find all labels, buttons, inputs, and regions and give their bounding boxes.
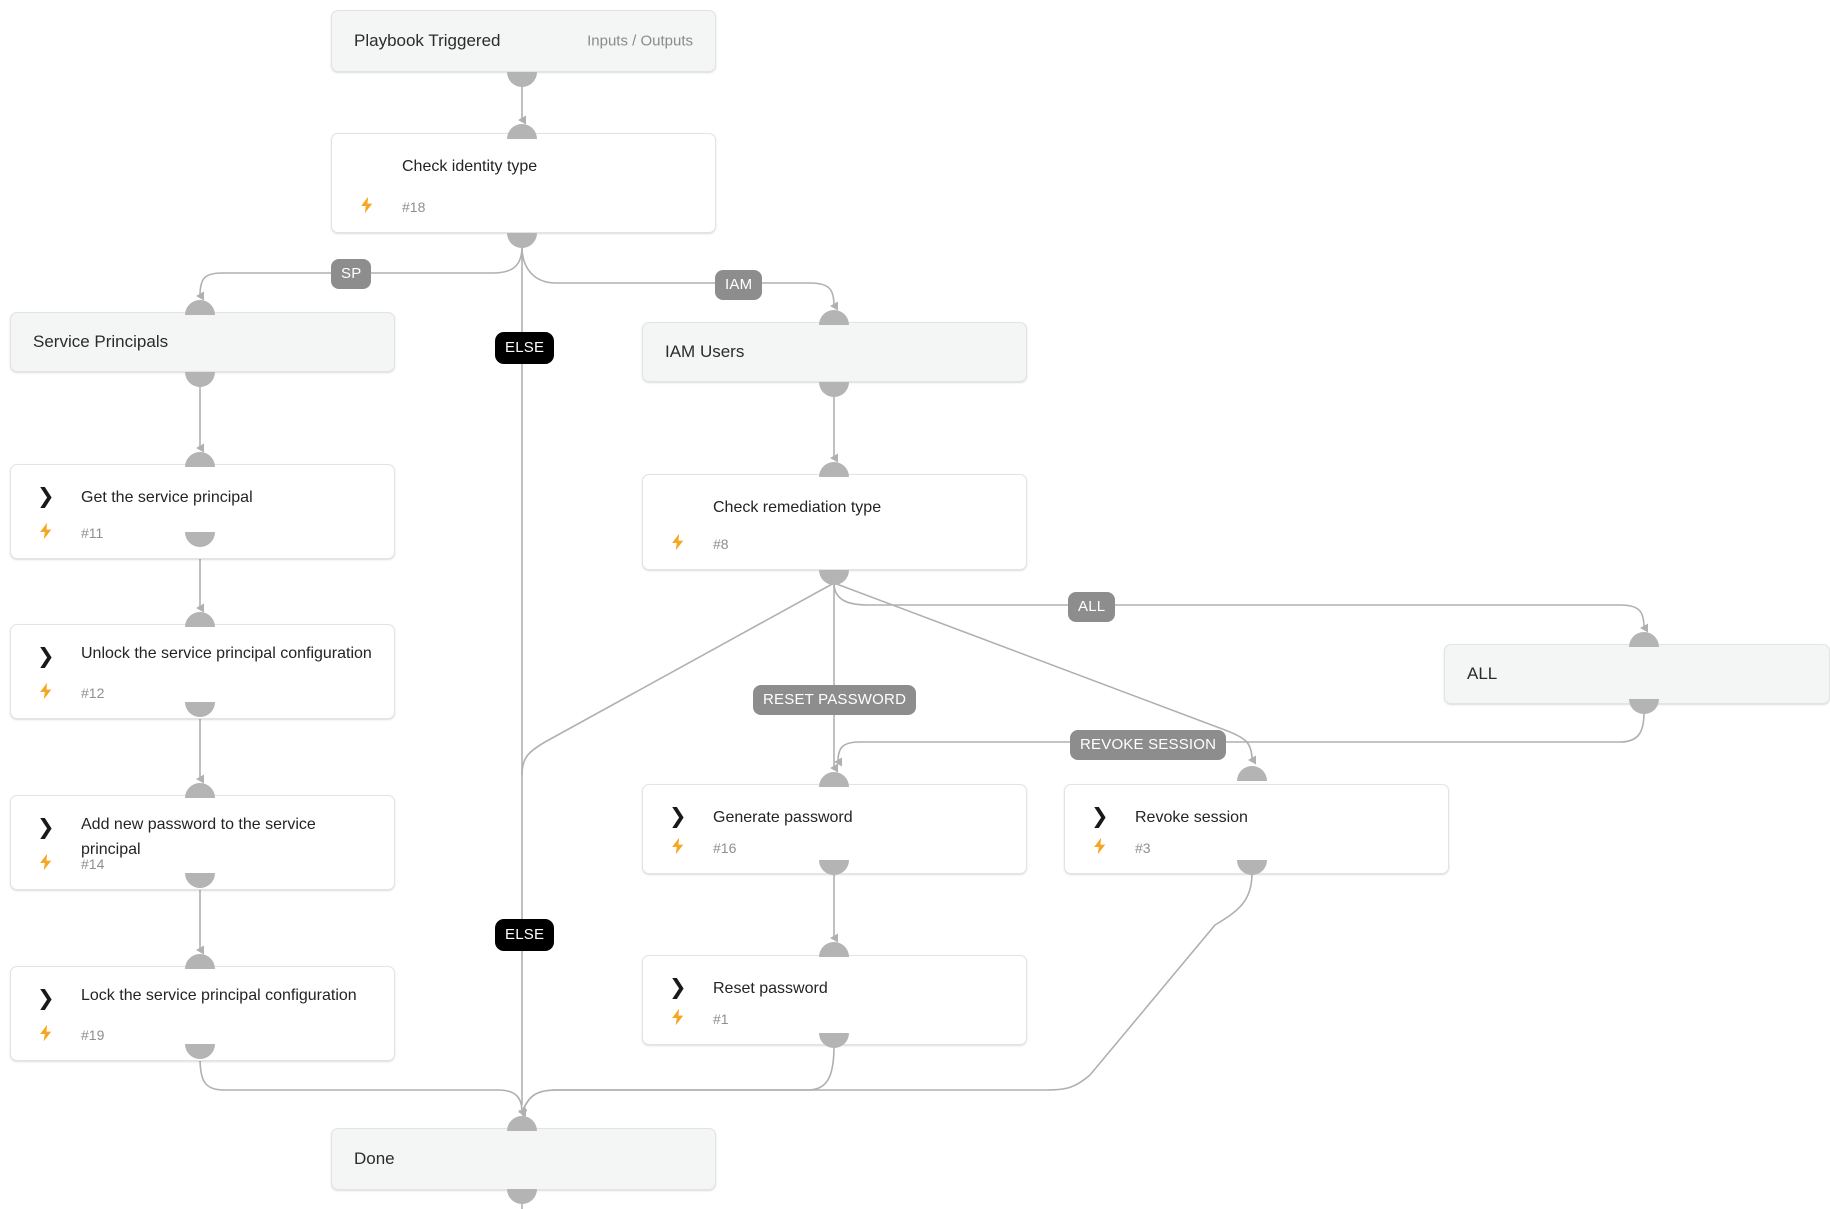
port-done-in[interactable]: [507, 1116, 537, 1131]
chevron-right-icon: ❯: [37, 816, 55, 839]
edge-label-else-top[interactable]: ELSE: [495, 332, 555, 364]
node-generate-password[interactable]: ❯ Generate password #16: [642, 784, 1027, 874]
diamond-icon: [358, 156, 380, 178]
node-iam-users-group[interactable]: IAM Users: [642, 322, 1027, 382]
node-check-identity-type[interactable]: Check identity type #18: [331, 133, 716, 233]
node-reset-password[interactable]: ❯ Reset password #1: [642, 955, 1027, 1045]
port-add-password-in[interactable]: [185, 783, 215, 798]
lightning-icon: [1091, 835, 1109, 857]
node-done-title: Done: [354, 1149, 395, 1168]
node-add-new-password-to-the-service-principal-title: Add new password to the service principa…: [81, 816, 316, 858]
port-check-identity-in[interactable]: [507, 124, 537, 139]
node-get-the-service-principal-title: Get the service principal: [81, 489, 253, 506]
diamond-icon: [669, 497, 691, 519]
port-generate-password-in[interactable]: [819, 772, 849, 787]
port-revoke-session-in[interactable]: [1237, 766, 1267, 781]
edge-remediation-else: [521, 582, 835, 776]
edge-reset-to-done: [518, 1045, 835, 1118]
edge-all-group-to-revoke-session: [834, 711, 1645, 767]
port-done-out[interactable]: [507, 1189, 537, 1204]
node-unlock-the-service-principal-configuration-ref: #12: [81, 685, 105, 701]
node-playbook-triggered[interactable]: Playbook Triggered Inputs / Outputs: [331, 10, 716, 72]
port-add-password-out[interactable]: [185, 873, 215, 888]
port-lock-out[interactable]: [185, 1044, 215, 1059]
node-generate-password-ref: #16: [713, 840, 737, 856]
node-service-principals-title: Service Principals: [33, 332, 169, 351]
port-iam-group-in[interactable]: [819, 310, 849, 325]
port-unlock-out[interactable]: [185, 702, 215, 717]
node-unlock-the-service-principal-configuration[interactable]: ❯ Unlock the service principal configura…: [10, 624, 395, 719]
edge-lock-to-done: [199, 1056, 527, 1117]
port-revoke-session-out[interactable]: [1237, 860, 1267, 875]
node-playbook-triggered-title: Playbook Triggered: [354, 31, 501, 50]
chevron-right-icon: ❯: [37, 987, 55, 1010]
node-lock-the-service-principal-configuration-ref: #19: [81, 1027, 105, 1043]
node-reset-password-title: Reset password: [713, 980, 828, 997]
edge-identity-to-iam: [521, 246, 839, 311]
node-check-remediation-type[interactable]: Check remediation type #8: [642, 474, 1027, 570]
node-check-identity-type-title: Check identity type: [402, 158, 538, 175]
edge-label-sp[interactable]: SP: [331, 259, 372, 289]
port-sp-group-in[interactable]: [185, 300, 215, 315]
node-service-principals-group[interactable]: Service Principals: [10, 312, 395, 372]
edge-remediation-to-all: [833, 582, 1649, 633]
node-revoke-session[interactable]: ❯ Revoke session #3: [1064, 784, 1449, 874]
port-reset-password-out[interactable]: [819, 1033, 849, 1048]
lightning-icon: [37, 520, 55, 542]
chevron-right-icon: ❯: [37, 645, 55, 668]
chevron-right-icon: ❯: [37, 485, 55, 508]
edge-label-else-bottom[interactable]: ELSE: [495, 919, 555, 951]
node-revoke-session-ref: #3: [1135, 840, 1151, 856]
port-check-remediation-out[interactable]: [819, 570, 849, 585]
lightning-icon: [37, 851, 55, 873]
port-iam-group-out[interactable]: [819, 382, 849, 397]
edge-label-revoke-session[interactable]: REVOKE SESSION: [1070, 730, 1227, 760]
chevron-right-icon: ❯: [669, 976, 687, 999]
edge-label-all[interactable]: ALL: [1068, 592, 1116, 622]
node-check-identity-type-ref: #18: [402, 199, 426, 215]
chevron-right-icon: ❯: [1091, 805, 1109, 828]
node-done[interactable]: Done: [331, 1128, 716, 1190]
node-check-remediation-type-ref: #8: [713, 536, 729, 552]
node-unlock-the-service-principal-configuration-title: Unlock the service principal configurati…: [81, 645, 372, 662]
node-iam-users-title: IAM Users: [665, 342, 745, 361]
node-playbook-triggered-inputs-outputs[interactable]: Inputs / Outputs: [587, 32, 693, 50]
node-revoke-session-title: Revoke session: [1135, 809, 1248, 826]
port-all-group-out[interactable]: [1629, 699, 1659, 714]
lightning-icon: [669, 835, 687, 857]
port-sp-group-out[interactable]: [185, 372, 215, 387]
port-lock-in[interactable]: [185, 954, 215, 969]
node-lock-the-service-principal-configuration-title: Lock the service principal configuration: [81, 987, 357, 1004]
port-get-sp-out[interactable]: [185, 532, 215, 547]
lightning-icon: [358, 194, 376, 216]
port-all-group-in[interactable]: [1629, 632, 1659, 647]
node-all-group[interactable]: ALL: [1444, 644, 1830, 704]
port-trigger-out[interactable]: [507, 72, 537, 87]
node-add-new-password-to-the-service-principal[interactable]: ❯ Add new password to the service princi…: [10, 795, 395, 890]
lightning-icon: [669, 1006, 687, 1028]
edge-label-iam[interactable]: IAM: [715, 270, 763, 300]
node-check-remediation-type-title: Check remediation type: [713, 499, 882, 516]
node-add-new-password-to-the-service-principal-ref: #14: [81, 856, 105, 872]
port-generate-password-out[interactable]: [819, 860, 849, 875]
lightning-icon: [37, 1022, 55, 1044]
lightning-icon: [37, 680, 55, 702]
port-check-remediation-in[interactable]: [819, 462, 849, 477]
port-unlock-in[interactable]: [185, 612, 215, 627]
port-reset-password-in[interactable]: [819, 942, 849, 957]
node-all-group-title: ALL: [1467, 664, 1498, 683]
node-generate-password-title: Generate password: [713, 809, 853, 826]
edge-label-reset-password[interactable]: RESET PASSWORD: [753, 685, 917, 715]
lightning-icon: [669, 531, 687, 553]
port-get-sp-in[interactable]: [185, 452, 215, 467]
node-get-the-service-principal-ref: #11: [81, 525, 104, 541]
node-reset-password-ref: #1: [713, 1011, 729, 1027]
chevron-right-icon: ❯: [669, 805, 687, 828]
port-check-identity-out[interactable]: [507, 233, 537, 248]
